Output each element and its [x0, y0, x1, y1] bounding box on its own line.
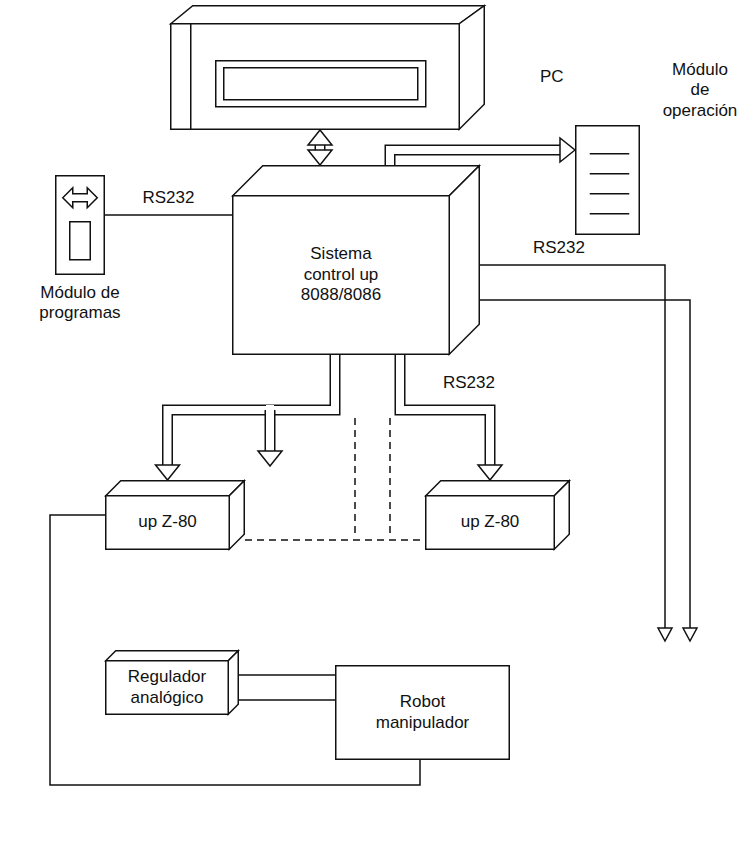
box-front-face [233, 196, 450, 355]
pc-side-face [459, 6, 484, 130]
pc-front-face [171, 24, 460, 130]
connector [239, 675, 335, 676]
arrowhead [478, 465, 502, 480]
connector-fill [168, 355, 336, 470]
processor-box: up Z-80 [105, 480, 245, 550]
shape-graphic [55, 175, 105, 275]
connector-line [245, 539, 425, 541]
dashed-bus-line [354, 418, 356, 538]
shape-outline [426, 481, 570, 550]
pc-screen-inner [224, 68, 418, 100]
connector [105, 215, 232, 216]
connector-outline [390, 150, 565, 165]
label-holder: RS232 [440, 373, 498, 393]
computer-icon: PC [170, 5, 485, 130]
pc-screen [216, 61, 426, 107]
node-label: Módulo de programas [10, 283, 150, 324]
box-top-face [233, 166, 480, 196]
connector-fill [266, 405, 274, 456]
shape-graphic [170, 5, 485, 130]
arrowhead [308, 150, 332, 165]
box-front-face [336, 666, 510, 760]
connector-line [239, 674, 335, 676]
bus-stub [258, 405, 282, 466]
connector [239, 700, 335, 701]
label-holder: RS232 [530, 238, 588, 258]
connector-fill [390, 150, 565, 165]
open-arrowhead [658, 628, 672, 641]
connector [400, 355, 502, 480]
box-label: Robot manipulador [368, 692, 478, 733]
panel-line [590, 173, 630, 175]
panel-line [590, 153, 630, 155]
program-module: Módulo de programas [55, 175, 105, 275]
box-front-face [426, 496, 555, 550]
pc-top-face [171, 6, 485, 24]
connector [308, 130, 332, 165]
shape-graphic [575, 125, 640, 235]
label-holder: RS232 [140, 188, 198, 208]
shape-outline [106, 481, 245, 550]
connector-outline [168, 355, 336, 470]
processor-box: up Z-80 [425, 480, 570, 550]
box-side-face [228, 651, 238, 715]
shape-outline [56, 176, 105, 275]
box-front-face [106, 496, 230, 550]
handheld-display [70, 222, 91, 260]
control-system-box: Sistema control up 8088/8086 [232, 165, 480, 355]
shape-outline [106, 651, 239, 715]
arrowhead [258, 451, 282, 466]
connector [156, 355, 336, 480]
serial-line [480, 300, 690, 628]
connector-label: RS232 [140, 188, 198, 208]
box-front-face [106, 661, 229, 715]
open-arrowhead [683, 628, 697, 641]
box-label: Regulador analógico [112, 667, 222, 708]
panel-line [590, 193, 630, 195]
arrowhead [308, 130, 332, 145]
regulator-box: Regulador analógico [105, 650, 239, 715]
box-top-face [426, 481, 570, 496]
operation-panel: Módulo de operación [575, 125, 640, 235]
dashed-bus-line [389, 418, 391, 538]
signal-label: RS232 [440, 373, 498, 393]
double-arrow-symbol [63, 188, 98, 208]
panel-body [576, 126, 640, 235]
box-label: Sistema control up 8088/8086 [284, 244, 399, 305]
box-side-face [229, 481, 244, 550]
arrowhead [560, 138, 575, 162]
connector-line [105, 214, 232, 216]
box-top-face [106, 481, 245, 496]
node-label: PC [540, 67, 600, 87]
arrowhead [156, 465, 180, 480]
box-label: up Z-80 [138, 512, 197, 532]
handheld-body [56, 176, 105, 275]
shape-outline [171, 6, 485, 130]
robot-box: Robot manipulador [335, 665, 510, 760]
node-label: Módulo de operación [661, 60, 739, 121]
shape-outline [233, 166, 480, 355]
box-side-face [449, 166, 479, 355]
connector [245, 540, 425, 541]
serial-line [480, 265, 665, 628]
pc-front-edge [190, 24, 192, 130]
connector-line [239, 699, 335, 701]
signal-label: RS232 [530, 238, 588, 258]
shape-outline [576, 126, 640, 235]
box-top-face [106, 651, 239, 661]
box-label: up Z-80 [461, 512, 520, 532]
connector [390, 138, 575, 165]
panel-line [590, 213, 630, 215]
box-side-face [554, 481, 569, 550]
shape-outline [336, 666, 510, 760]
